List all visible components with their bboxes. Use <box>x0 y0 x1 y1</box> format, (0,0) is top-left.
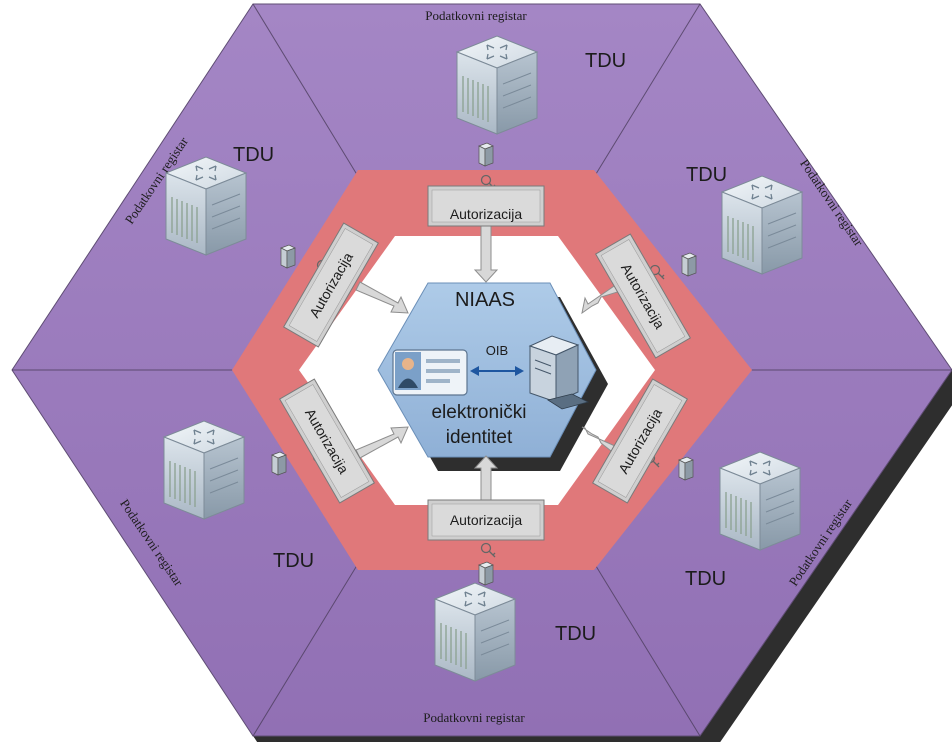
client-pc-icon <box>478 142 494 167</box>
auth-box-lower-left: Autorizacija <box>278 378 376 504</box>
oib-label: OIB <box>486 343 508 358</box>
identity-line-2: identitet <box>446 427 513 448</box>
tdu-label-upper-left: TDU <box>233 144 274 166</box>
tdu-label-top: TDU <box>585 50 626 72</box>
identity-line-1: elektronički <box>431 402 526 423</box>
niaas-title: NIAAS <box>455 289 515 311</box>
identity-server-icon <box>528 335 590 410</box>
register-label-top: Podatkovni registar <box>425 8 527 23</box>
core-connectors <box>355 225 625 515</box>
client-pc-icon <box>280 244 296 269</box>
register-label-bottom: Podatkovni registar <box>423 710 525 725</box>
tdu-label-lower-left: TDU <box>273 550 314 572</box>
server-box-upper-left <box>165 156 247 256</box>
client-pc-icon <box>271 451 287 476</box>
client-pc-icon <box>681 252 697 277</box>
server-box-lower-left <box>163 420 245 520</box>
auth-label-top: Autorizacija <box>450 206 523 222</box>
auth-label-bottom: Autorizacija <box>450 512 523 528</box>
id-card-icon <box>392 349 468 396</box>
server-box-lower-right <box>719 451 801 551</box>
tdu-label-lower-right: TDU <box>685 568 726 590</box>
client-pc-icon <box>678 456 694 481</box>
tdu-label-upper-right: TDU <box>686 164 727 186</box>
auth-box-top: Autorizacija <box>427 185 545 227</box>
server-box-upper-right <box>721 175 803 275</box>
auth-box-bottom: Autorizacija <box>427 499 545 541</box>
client-pc-icon <box>478 561 494 586</box>
auth-box-upper-right: Autorizacija <box>594 233 692 359</box>
oib-link <box>470 366 524 376</box>
server-box-top <box>456 35 538 135</box>
server-box-bottom <box>434 582 516 682</box>
tdu-label-bottom: TDU <box>555 623 596 645</box>
